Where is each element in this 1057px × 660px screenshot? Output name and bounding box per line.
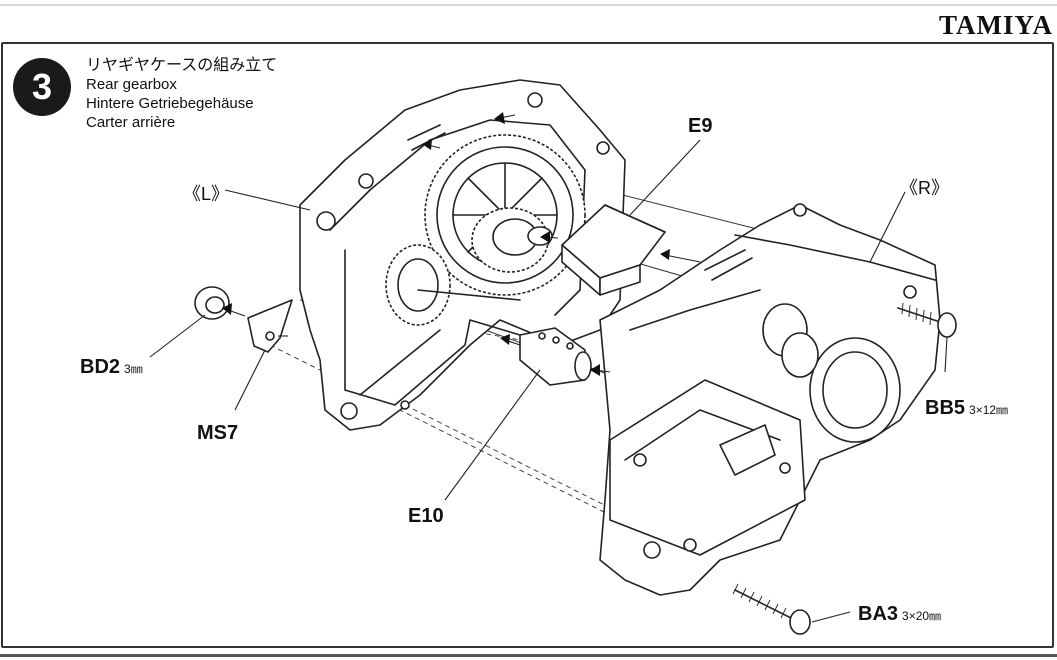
bottom-rule <box>0 654 1057 657</box>
label-ba3-code: BA3 <box>858 603 899 625</box>
label-left-case: 《L》 <box>183 184 230 204</box>
part-ms7 <box>247 299 293 353</box>
leader-lines <box>149 139 948 623</box>
assembly-arrows <box>222 112 701 376</box>
part-e10 <box>519 327 592 386</box>
step-frame <box>1 42 1054 648</box>
label-bd2-code: BD2 <box>80 356 121 378</box>
label-ms7: MS7 <box>197 422 239 444</box>
crown-gear <box>385 244 521 326</box>
top-rule <box>0 4 1057 6</box>
step-title-jp: リヤギヤケースの組み立て <box>86 57 278 74</box>
step-title-de: Hintere Getriebegehäuse <box>86 95 254 112</box>
label-e9: E9 <box>688 115 713 137</box>
step-number-badge: 3 <box>13 58 71 116</box>
label-right-case: 《R》 <box>900 178 949 198</box>
part-bd2 <box>194 286 230 320</box>
step-title-en: Rear gearbox <box>86 76 177 93</box>
step-title-fr: Carter arrière <box>86 114 176 131</box>
label-ba3-size: 3×20㎜ <box>902 609 942 623</box>
part-e9 <box>561 204 666 296</box>
label-bb5-size: 3×12㎜ <box>969 403 1009 417</box>
part-ba3 <box>732 583 811 635</box>
step-titles: リヤギヤケースの組み立て Rear gearbox Hintere Getrie… <box>86 56 277 132</box>
right-gearbox-case <box>599 203 941 596</box>
brand-logo: TAMIYA <box>938 10 1053 40</box>
label-bd2-size: 3㎜ <box>124 362 143 376</box>
label-bb5-code: BB5 <box>925 397 966 419</box>
label-e10: E10 <box>408 505 444 527</box>
